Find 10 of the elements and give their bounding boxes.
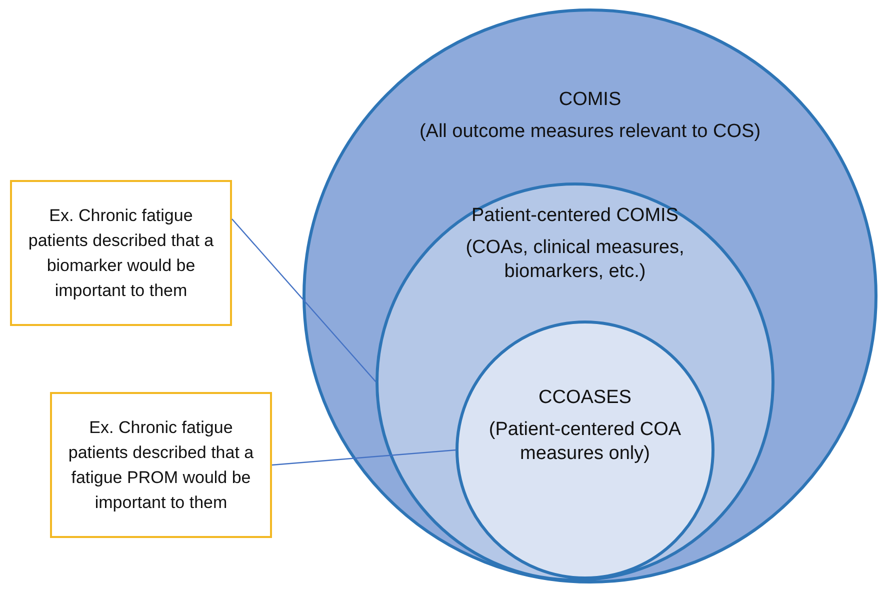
circle-heading: CCOASES — [538, 386, 632, 410]
circle-heading: Patient-centered COMIS — [470, 204, 680, 228]
callout-box: Ex. Chronic fatigue patients described that a biomarker would be important to them — [10, 180, 232, 326]
circle-description: (Patient-centered COA measures only) — [488, 418, 682, 466]
circle-description: (All outcome measures relevant to COS) — [418, 120, 762, 144]
circle-heading: COMIS — [558, 88, 622, 112]
circle-description: (COAs, clinical measures, biomarkers, etc.) — [464, 236, 686, 284]
leader-line — [232, 218, 376, 382]
callout-box: Ex. Chronic fatigue patients described that a fatigue PROM would be important to them — [50, 392, 272, 538]
leader-line — [272, 449, 456, 466]
